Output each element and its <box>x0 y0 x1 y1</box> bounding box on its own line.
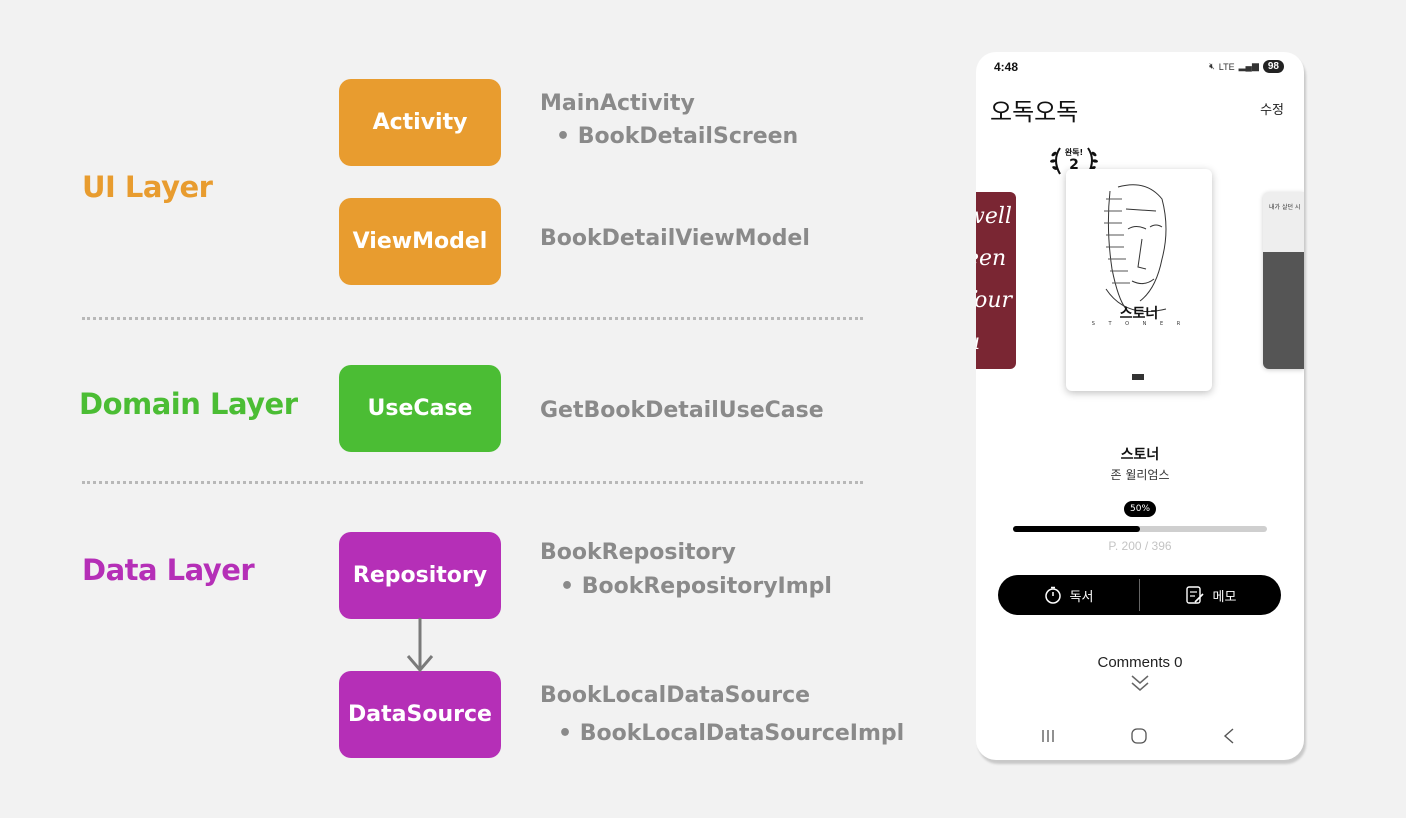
book-cover-next[interactable]: 내가 살던 시 <box>1263 192 1304 369</box>
previous-cover-text: well een four u <box>976 204 1013 355</box>
back-icon[interactable] <box>1222 728 1236 744</box>
status-icons: 🔇︎ LTE ▂▄▆ 98 <box>1209 60 1284 73</box>
badge-text: 완독! <box>1064 148 1084 157</box>
reading-progress-fill <box>1013 526 1140 532</box>
memo-button[interactable]: 메모 <box>1140 575 1281 615</box>
cover-portrait-illustration <box>1104 184 1167 380</box>
completion-badge: 완독! 2 <box>1046 144 1102 178</box>
activity-box-label: Activity <box>372 110 468 135</box>
action-separator <box>1139 579 1140 611</box>
repository-box: Repository <box>339 532 501 619</box>
datasource-box: DataSource <box>339 671 501 758</box>
memo-icon <box>1185 586 1204 604</box>
battery-indicator: 98 <box>1262 60 1284 73</box>
network-label: LTE <box>1218 61 1235 72</box>
reading-button-label: 독서 <box>1069 589 1094 605</box>
ui-layer-label: UI Layer <box>82 170 213 204</box>
system-nav-bar <box>976 724 1304 748</box>
data-layer-label: Data Layer <box>82 553 255 587</box>
book-author: 존 윌리엄스 <box>1110 468 1170 482</box>
timer-icon <box>1044 586 1061 604</box>
memo-button-label: 메모 <box>1212 589 1237 605</box>
signal-icon: ▂▄▆ <box>1238 61 1259 71</box>
book-title: 스토너 <box>1120 447 1160 463</box>
home-icon[interactable] <box>1130 728 1148 744</box>
cover-subtitle: S T O N E R <box>1091 321 1187 327</box>
usecase-box: UseCase <box>339 365 501 452</box>
datasource-desc: BookLocalDataSource <box>540 683 811 708</box>
activity-desc-sub: • BookDetailScreen <box>556 124 799 149</box>
repository-to-datasource-arrow <box>406 618 434 672</box>
viewmodel-box-label: ViewModel <box>352 229 488 254</box>
datasource-box-label: DataSource <box>348 702 492 727</box>
activity-box: Activity <box>339 79 501 166</box>
action-bar: 독서 메모 <box>998 575 1281 615</box>
book-cover-previous[interactable]: well een four u <box>976 192 1016 369</box>
next-cover-photo <box>1263 252 1304 369</box>
mute-icon: 🔇︎ <box>1209 61 1215 71</box>
app-title: 오독오독 <box>990 98 1079 126</box>
recent-apps-icon[interactable] <box>1040 728 1056 744</box>
progress-percent-bubble: 50% <box>1123 501 1157 517</box>
datasource-desc-sub: • BookLocalDataSourceImpl <box>558 721 905 746</box>
domain-data-divider <box>82 481 863 484</box>
edit-button[interactable]: 수정 <box>1260 103 1284 118</box>
cover-title: 스토너 <box>1119 306 1159 322</box>
book-cover-current[interactable]: 스토너 S T O N E R <box>1066 169 1212 391</box>
viewmodel-desc: BookDetailViewModel <box>540 226 810 251</box>
activity-desc: MainActivity <box>540 91 695 116</box>
status-time: 4:48 <box>994 60 1019 74</box>
ui-domain-divider <box>82 317 863 320</box>
usecase-box-label: UseCase <box>367 396 473 421</box>
comments-toggle[interactable]: Comments 0 <box>1097 654 1183 671</box>
repository-desc: BookRepository <box>540 540 736 565</box>
reading-progress-bar[interactable] <box>1013 526 1267 532</box>
phone-screen: 4:48 🔇︎ LTE ▂▄▆ 98 오독오독 수정 well een four… <box>976 52 1304 760</box>
reading-button[interactable]: 독서 <box>998 575 1139 615</box>
double-chevron-down-icon[interactable] <box>1130 674 1150 692</box>
next-cover-text: 내가 살던 시 <box>1269 204 1301 211</box>
badge-count: 2 <box>1069 157 1079 173</box>
page-count: P. 200 / 396 <box>1108 539 1172 553</box>
repository-box-label: Repository <box>352 563 488 588</box>
viewmodel-box: ViewModel <box>339 198 501 285</box>
laurel-icon <box>1050 147 1098 175</box>
usecase-desc: GetBookDetailUseCase <box>540 398 824 423</box>
repository-desc-sub: • BookRepositoryImpl <box>560 574 832 599</box>
domain-layer-label: Domain Layer <box>79 387 298 421</box>
